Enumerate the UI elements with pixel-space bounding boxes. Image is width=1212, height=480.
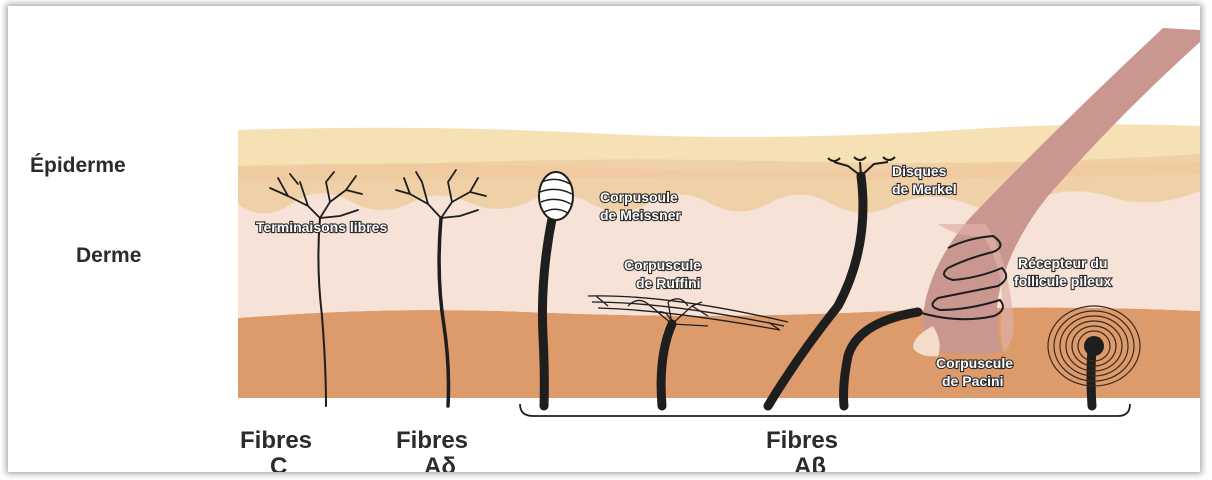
meissner-label-line2: de Meissner [600,207,681,223]
fiber-labels: Fibres C Fibres Aδ Fibres Aβ [240,427,838,472]
abeta-bracket [520,404,1130,416]
follicle-label-line2: follicule pileux [1014,273,1111,289]
merkel-label-line2: de Merkel [892,181,957,197]
epidermis-label: Épiderme [30,154,126,177]
fiber-c-label-line2: C [270,453,287,472]
skin-receptors-diagram: Épiderme Derme Terminaisons libres Corpu… [8,6,1200,472]
dermis-label: Derme [76,244,141,267]
pacini-label-line1: Corpuscule [936,355,1013,371]
fiber-pacini [1091,348,1092,406]
fiber-abeta-label-line2: Aβ [794,453,826,472]
ruffini-label-line2: de Ruffini [636,275,701,291]
pacini-label-line2: de Pacini [942,373,1003,389]
merkel-label-line1: Disques [892,163,947,179]
layer-labels: Épiderme Derme [30,154,141,267]
ruffini-label-line1: Corpuscule [624,257,701,273]
diagram-frame: Épiderme Derme Terminaisons libres Corpu… [8,6,1200,472]
meissner-label-line1: Corpusoule [600,189,678,205]
fiber-adelta-label-line1: Fibres [396,427,468,454]
meissner-corpuscle [539,172,573,220]
dermis-lower-layer [238,308,1200,399]
fiber-adelta-label-line2: Aδ [424,453,456,472]
free-endings-label: Terminaisons libres [256,219,387,235]
follicle-label-line1: Récepteur du [1018,255,1107,271]
fiber-c-label-line1: Fibres [240,427,312,454]
fiber-abeta-label-line1: Fibres [766,427,838,454]
